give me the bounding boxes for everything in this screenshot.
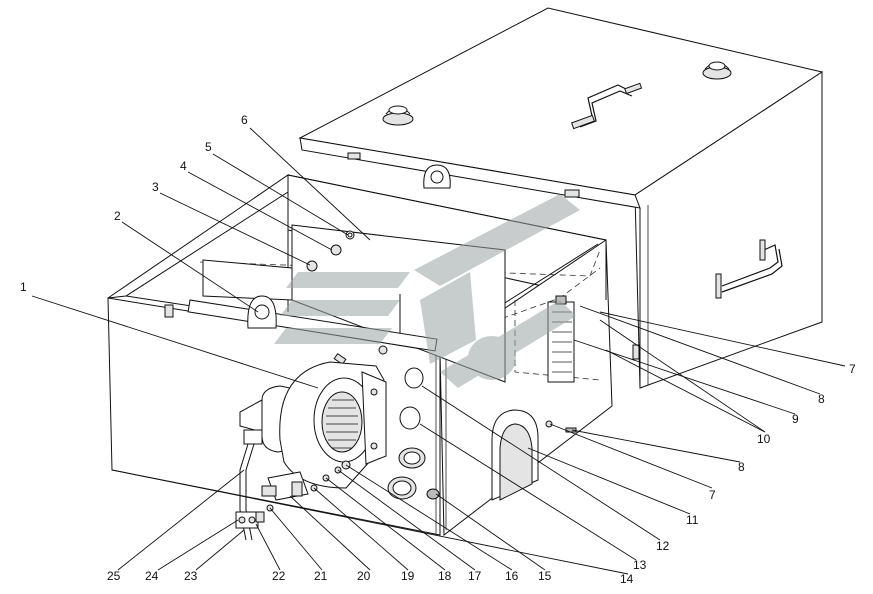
relay-component <box>261 471 309 501</box>
callout-23: 23 <box>184 569 198 583</box>
lid-side-handle <box>715 239 783 299</box>
callout-14: 14 <box>620 572 634 586</box>
callout-18: 18 <box>438 569 452 583</box>
callout-19: 19 <box>401 569 415 583</box>
lid-knob-right <box>702 61 732 80</box>
callout-11: 11 <box>686 513 699 527</box>
callout-25: 25 <box>107 569 121 583</box>
callout-10: 10 <box>757 432 771 446</box>
callout-16: 16 <box>505 569 519 583</box>
callout-6: 6 <box>241 113 248 127</box>
callout-4: 4 <box>180 159 187 173</box>
lid-knob-left <box>382 105 414 126</box>
callout-21: 21 <box>314 569 328 583</box>
leader-lines <box>31 127 846 575</box>
grommet-lower <box>387 476 417 500</box>
callout-24: 24 <box>145 569 159 583</box>
lid-housing <box>298 7 824 389</box>
arched-cover <box>491 409 539 501</box>
blower-fan <box>239 361 387 489</box>
callout-13: 13 <box>633 558 647 572</box>
callout-20: 20 <box>357 569 371 583</box>
callout-1: 1 <box>20 280 27 294</box>
callout-12: 12 <box>656 539 670 553</box>
cable-harness <box>235 443 265 541</box>
lid-top-handle <box>570 82 643 130</box>
callout-8-lower: 8 <box>738 460 745 474</box>
grommet-upper <box>398 447 426 469</box>
callout-15: 15 <box>538 569 552 583</box>
lifting-eye <box>423 164 451 189</box>
callout-2: 2 <box>114 209 121 223</box>
callout-8-upper: 8 <box>818 392 825 406</box>
bracket-eye <box>247 295 277 329</box>
callout-7-upper: 7 <box>849 362 856 376</box>
callout-labels: 1 2 3 4 5 6 7 8 9 10 8 7 11 12 13 14 15 … <box>20 113 856 586</box>
callout-5: 5 <box>205 140 212 154</box>
watermark-logo <box>274 194 580 388</box>
callout-22: 22 <box>272 569 286 583</box>
callout-9: 9 <box>792 412 799 426</box>
callout-17: 17 <box>468 569 482 583</box>
callout-7-lower: 7 <box>709 488 716 502</box>
callout-3: 3 <box>152 180 159 194</box>
